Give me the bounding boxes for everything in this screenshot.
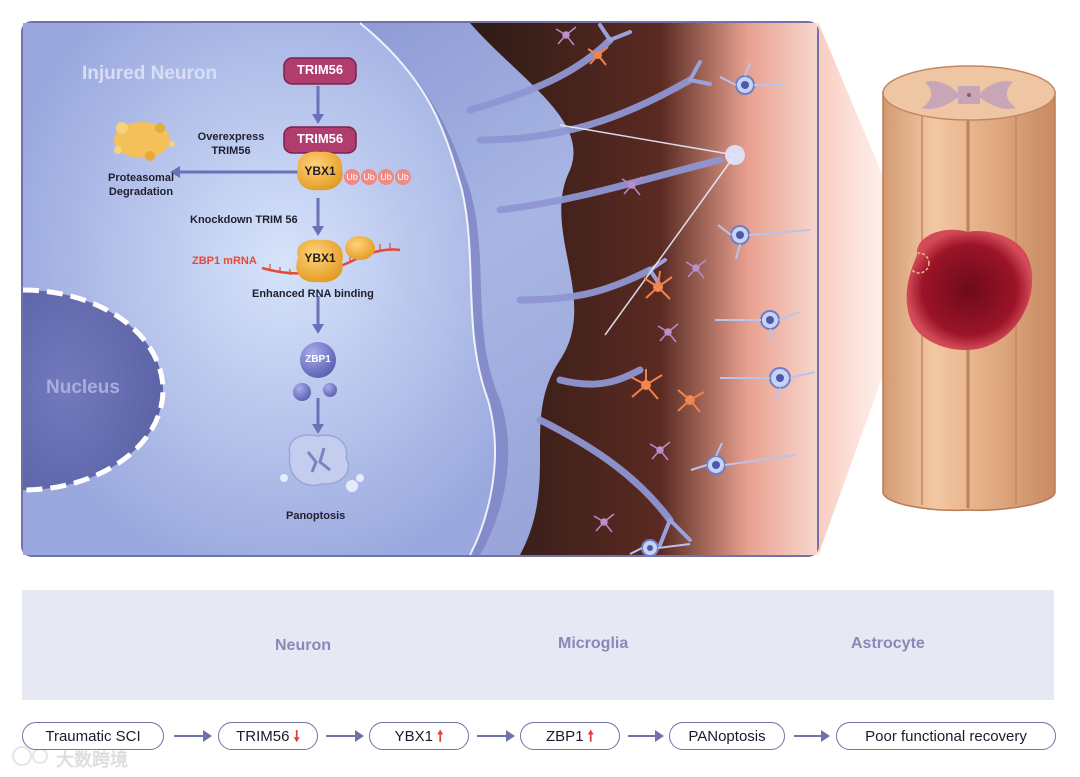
zbp1-protein-small <box>293 383 311 401</box>
ub-tag-4: Ub <box>395 172 411 182</box>
nucleus-label: Nucleus <box>46 377 120 399</box>
overexpress-label-2: TRIM56 <box>190 145 272 157</box>
ub-tag-3: Ub <box>378 172 394 182</box>
flow-step-label: YBX1 <box>395 728 433 745</box>
flow-arrow <box>628 735 662 737</box>
overexpress-label-1: Overexpress <box>190 131 272 143</box>
flow-step-panoptosis: PANoptosis <box>669 722 785 750</box>
flow-step-poor-recovery: Poor functional recovery <box>836 722 1056 750</box>
ybx1-partner <box>345 236 375 260</box>
spinal-cord <box>883 66 1055 510</box>
flow-step-label: PANoptosis <box>688 728 765 745</box>
flow-arrow <box>477 735 513 737</box>
legend-astrocyte-label: Astrocyte <box>851 635 925 653</box>
zbp1-protein-tiny <box>323 383 337 397</box>
legend-neuron-label: Neuron <box>275 637 331 655</box>
injured-neuron-label: Injured Neuron <box>82 63 217 85</box>
watermark-text: 大数跨境 <box>56 746 128 772</box>
flow-step-label: Traumatic SCI <box>45 728 140 745</box>
flow-arrow <box>794 735 828 737</box>
flow-step-ybx1: YBX1 🠕 <box>369 722 469 750</box>
ub-tag-2: Ub <box>361 172 377 182</box>
zbp1-mrna-label: ZBP1 mRNA <box>192 255 257 267</box>
trim56-top-label: TRIM56 <box>284 62 356 77</box>
enhanced-binding-label: Enhanced RNA binding <box>252 288 374 300</box>
up-arrow-icon: 🠕 <box>437 729 443 744</box>
flow-step-label: TRIM56 <box>236 728 289 745</box>
legend-microglia-label: Microglia <box>558 635 628 653</box>
up-arrow-icon: 🠕 <box>588 729 594 744</box>
zbp1-protein-label: ZBP1 <box>300 354 336 365</box>
ub-tag-1: Ub <box>344 172 360 182</box>
flow-step-label: Poor functional recovery <box>865 728 1027 745</box>
proteasomal-label-1: Proteasomal <box>96 172 186 184</box>
down-arrow-icon: 🠗 <box>293 729 299 744</box>
flow-step-zbp1: ZBP1 🠕 <box>520 722 620 750</box>
flow-arrow <box>326 735 362 737</box>
ybx1-complex-label: YBX1 <box>298 164 342 178</box>
panoptosis-label: Panoptosis <box>286 510 345 522</box>
ybx1-rna-label: YBX1 <box>298 251 342 265</box>
flow-step-label: ZBP1 <box>546 728 584 745</box>
knockdown-label: Knockdown TRIM 56 <box>190 214 298 226</box>
trim56-complex-label: TRIM56 <box>284 131 356 146</box>
flow-step-trim56: TRIM56 🠗 <box>218 722 318 750</box>
proteasomal-label-2: Degradation <box>96 186 186 198</box>
flow-arrow <box>174 735 210 737</box>
